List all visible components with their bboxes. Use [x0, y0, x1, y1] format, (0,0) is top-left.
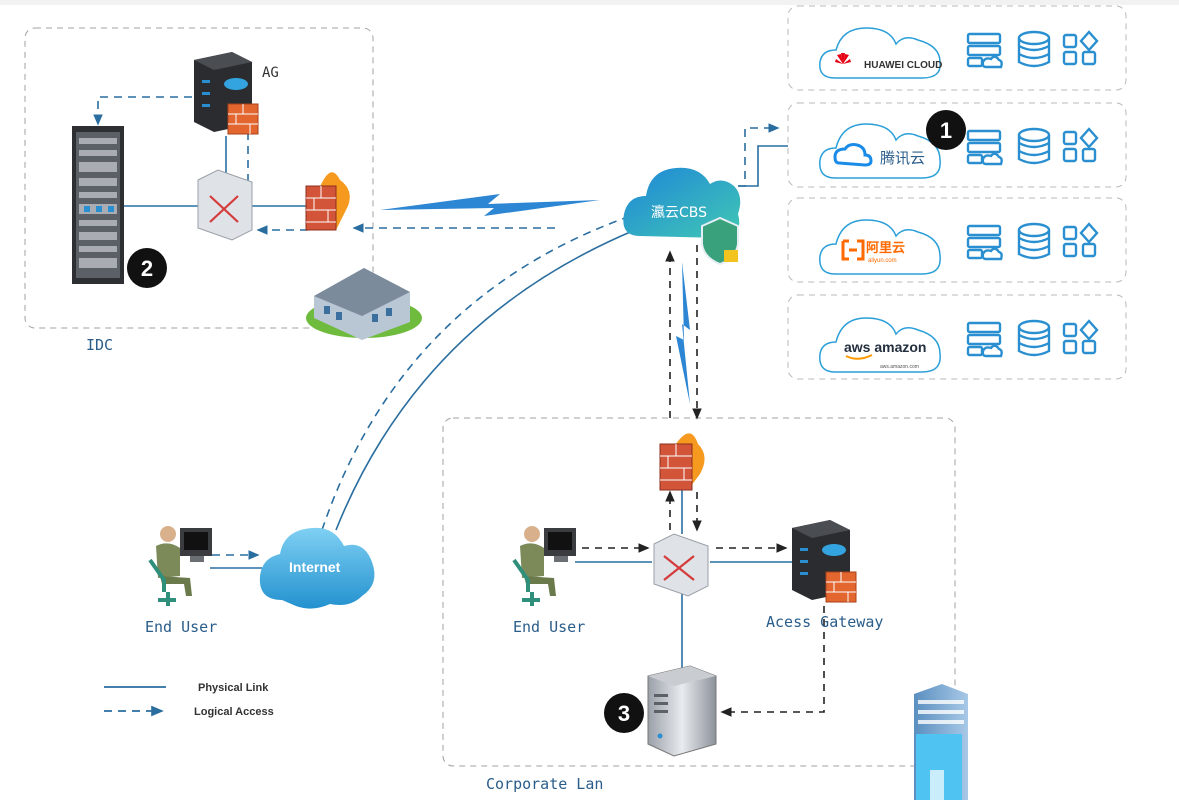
logical-links-lan — [582, 245, 825, 717]
svg-text:3: 3 — [618, 701, 630, 726]
badge-2: 2 — [127, 248, 167, 288]
server-cloud-icon — [966, 321, 1003, 358]
cloud-panel-aliyun — [787, 197, 1127, 283]
huawei-logo-icon — [835, 53, 851, 64]
legend-logical-label: Logical Access — [194, 706, 274, 718]
idc-firewall-icon — [305, 172, 350, 231]
lan-switch-icon — [653, 533, 709, 597]
tencent-cloud-logo-icon — [833, 143, 873, 167]
idc-label: IDC — [86, 336, 113, 354]
apps-icon — [1062, 30, 1099, 66]
legend-physical-label: Physical Link — [198, 682, 269, 694]
end-user-left-icon — [148, 526, 212, 606]
huawei-cloud-shape — [819, 27, 941, 79]
cloud-panel-tencent — [787, 102, 1127, 188]
cbs-label: 瀛云CBS — [651, 204, 707, 221]
database-icon — [1017, 127, 1051, 165]
tencent-cloud-name: 腾讯云 — [880, 149, 925, 167]
lightning-link-horizontal — [380, 194, 600, 216]
aliyun-cloud-sub: aliyun.com — [868, 258, 897, 264]
physical-links — [124, 136, 792, 672]
aws-cloud-name: aws amazon — [844, 339, 926, 355]
svg-text:1: 1 — [940, 118, 952, 143]
apps-icon — [1062, 127, 1099, 163]
idc-building-icon — [306, 268, 422, 340]
huawei-cloud-name: HUAWEI CLOUD — [864, 60, 942, 71]
apps-icon — [1062, 222, 1099, 258]
cloud-panel-aws — [787, 294, 1127, 380]
aliyun-cloud-name: 阿里云 — [866, 241, 905, 256]
end-user-right-label: End User — [513, 618, 585, 636]
aws-logo-icon — [845, 354, 873, 360]
database-icon — [1017, 319, 1051, 357]
lan-server-tower-icon — [647, 665, 717, 757]
database-icon — [1017, 222, 1051, 260]
internet-label: Internet — [289, 559, 341, 575]
server-cloud-icon — [966, 224, 1003, 261]
ag-server-icon — [194, 52, 259, 135]
idc-region — [24, 27, 374, 329]
end-user-left-label: End User — [145, 618, 217, 636]
server-cloud-icon — [966, 129, 1003, 166]
cbs-cloud-icon — [623, 167, 741, 266]
idc-switch-icon — [197, 169, 253, 241]
legend: Physical Link Logical Access — [104, 682, 274, 718]
svg-text:2: 2 — [141, 256, 153, 281]
access-gateway-label: Acess Gateway — [766, 613, 883, 631]
server-cloud-icon — [966, 32, 1003, 69]
office-building-icon — [914, 684, 968, 800]
aws-cloud-sub: aws.amazon.com — [880, 364, 919, 370]
internet-cloud-icon — [259, 527, 375, 609]
badge-1: 1 — [926, 110, 966, 150]
badge-3: 3 — [604, 693, 644, 733]
lightning-link-vertical — [676, 262, 690, 404]
access-gateway-icon — [792, 520, 857, 603]
ag-label: AG — [262, 65, 279, 81]
corporate-lan-label: Corporate Lan — [486, 775, 603, 793]
apps-icon — [1062, 319, 1099, 355]
lan-firewall-icon — [659, 433, 705, 491]
aliyun-logo-icon — [841, 239, 865, 261]
idc-rack-icon — [72, 126, 124, 284]
top-strip — [0, 0, 1179, 5]
aliyun-cloud-shape — [819, 219, 941, 275]
cloud-panel-huawei — [787, 5, 1127, 91]
database-icon — [1017, 30, 1051, 68]
end-user-right-icon — [512, 526, 576, 606]
